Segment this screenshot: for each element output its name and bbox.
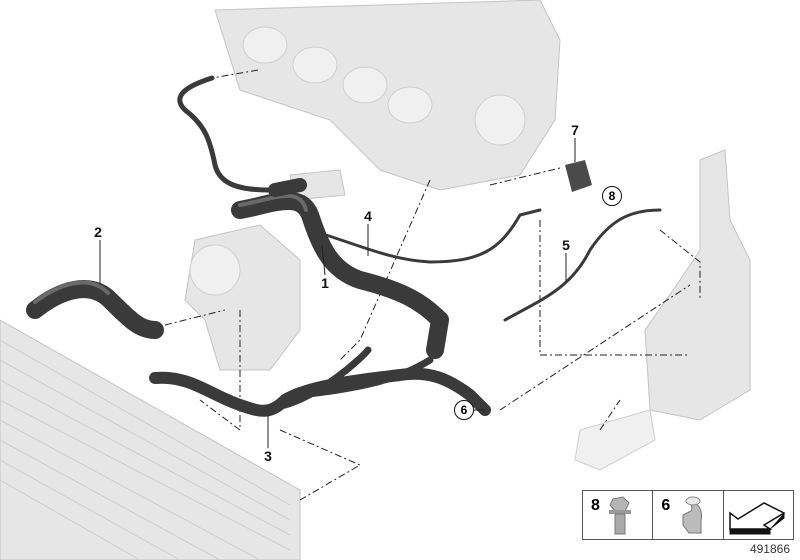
direction-arrow-icon: [728, 502, 786, 535]
hose-part-3: [149, 346, 491, 417]
callout-2: 2: [94, 224, 102, 240]
bolt-icon: [609, 496, 631, 535]
parts-legend: 8 6: [582, 490, 794, 540]
legend-arrow: [724, 491, 793, 539]
callout-7: 7: [571, 122, 579, 138]
callout-5: 5: [562, 237, 570, 253]
callout-leaders: [99, 138, 576, 448]
legend-clip: 6: [653, 491, 724, 539]
callout-8: 8: [602, 186, 622, 206]
water-pump-ghost: [184, 169, 346, 371]
cylinder-head-ghost: [214, 0, 561, 191]
callout-4: 4: [364, 208, 372, 224]
expansion-tank-ghost: [574, 149, 751, 471]
cap-part-7: [565, 160, 592, 192]
radiator-ghost: [0, 319, 301, 560]
vent-line: [177, 75, 273, 193]
callout-1: 1: [321, 275, 329, 291]
clip-icon: [682, 496, 703, 534]
legend-bolt-number: 8: [591, 497, 600, 514]
legend-bolt: 8: [583, 491, 654, 539]
legend-clip-number: 6: [661, 497, 671, 514]
dashed-guide-lines: [164, 69, 701, 501]
callout-3: 3: [264, 448, 272, 464]
diagram-id: 491866: [749, 542, 790, 556]
hose-part-4: [308, 208, 542, 264]
hose-part-1: [231, 178, 449, 359]
hose-part-5: [503, 208, 662, 322]
hose-part-2: [26, 280, 164, 339]
callout-6: 6: [454, 400, 474, 420]
